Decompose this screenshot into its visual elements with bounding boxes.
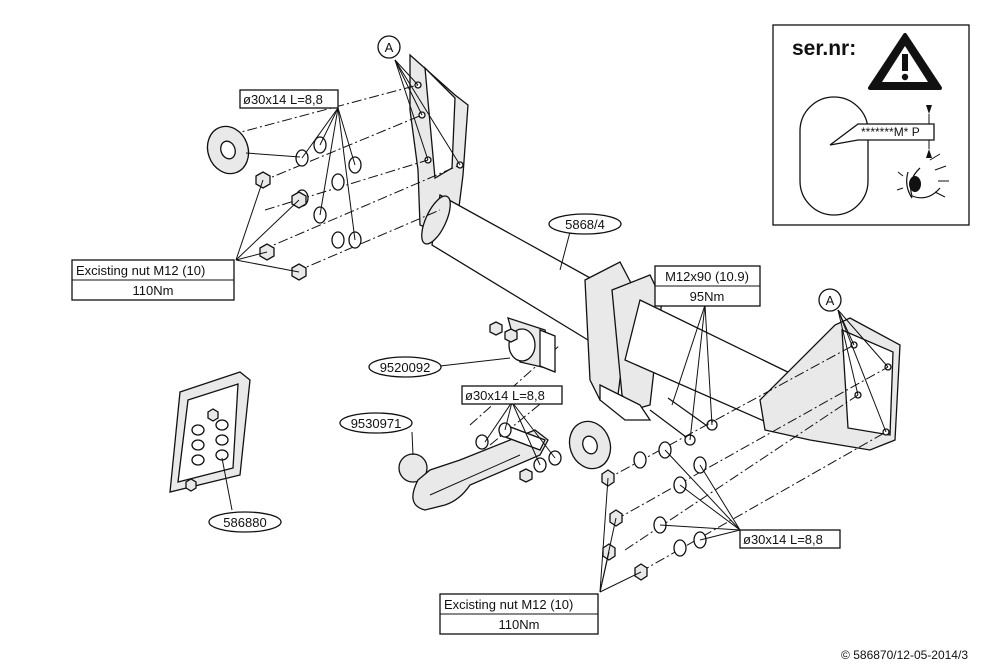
nut-spec-left-torque: 110Nm	[133, 283, 174, 298]
warning-triangle-icon	[868, 33, 942, 90]
point-a-top-label: A	[385, 40, 394, 55]
socket-plate-part	[489, 317, 556, 373]
bolt-spec: M12x90 (10.9) 95Nm	[654, 265, 761, 307]
kit-part-label: 586880	[208, 511, 282, 533]
crossbar-assembly	[409, 53, 901, 451]
leader-lines	[221, 59, 889, 593]
assembly-guide-lines	[229, 84, 889, 573]
eye-icon	[896, 153, 949, 199]
bolt-spec-title: M12x90 (10.9)	[665, 269, 749, 284]
serial-plate-text: *******M* P	[861, 125, 920, 139]
serial-number-panel: ser.nr: *******M* P	[772, 24, 970, 226]
serial-plate-illustration: *******M* P	[799, 96, 935, 216]
washer-spec-top-text: ø30x14 L=8,8	[243, 92, 323, 107]
washer-spec-right-text: ø30x14 L=8,8	[743, 532, 823, 547]
nut-spec-bottom: Excisting nut M12 (10) 110Nm	[439, 593, 599, 635]
crossbar-part-label: 5868/4	[548, 213, 622, 235]
towball-part-number: 9530971	[351, 416, 402, 431]
left-hardware	[206, 125, 362, 281]
washer-spec-mid: ø30x14 L=8,8	[461, 385, 563, 405]
towball-part-label: 9530971	[339, 412, 413, 434]
point-a-right-label: A	[826, 293, 835, 308]
point-a-top: A	[377, 35, 401, 59]
kit-part-number: 586880	[223, 515, 266, 530]
crossbar-part-number: 5868/4	[565, 217, 605, 232]
washer-spec-top: ø30x14 L=8,8	[239, 89, 339, 109]
nut-spec-bottom-title: Excisting nut M12 (10)	[444, 597, 573, 612]
socket-plate-part-label: 9520092	[368, 356, 442, 378]
hardware-kit-part	[169, 371, 251, 493]
serial-number-title: ser.nr:	[792, 37, 856, 60]
washer-spec-mid-text: ø30x14 L=8,8	[465, 388, 545, 403]
copyright-footer: © 586870/12-05-2014/3	[841, 648, 968, 662]
towball-part	[398, 422, 562, 511]
point-a-right: A	[818, 288, 842, 312]
bolt-spec-torque: 95Nm	[690, 289, 725, 304]
washer-spec-right: ø30x14 L=8,8	[739, 529, 841, 549]
nut-spec-left-title: Excisting nut M12 (10)	[76, 263, 205, 278]
nut-spec-bottom-torque: 110Nm	[499, 617, 540, 632]
socket-plate-part-number: 9520092	[380, 360, 431, 375]
nut-spec-left: Excisting nut M12 (10) 110Nm	[71, 259, 235, 301]
